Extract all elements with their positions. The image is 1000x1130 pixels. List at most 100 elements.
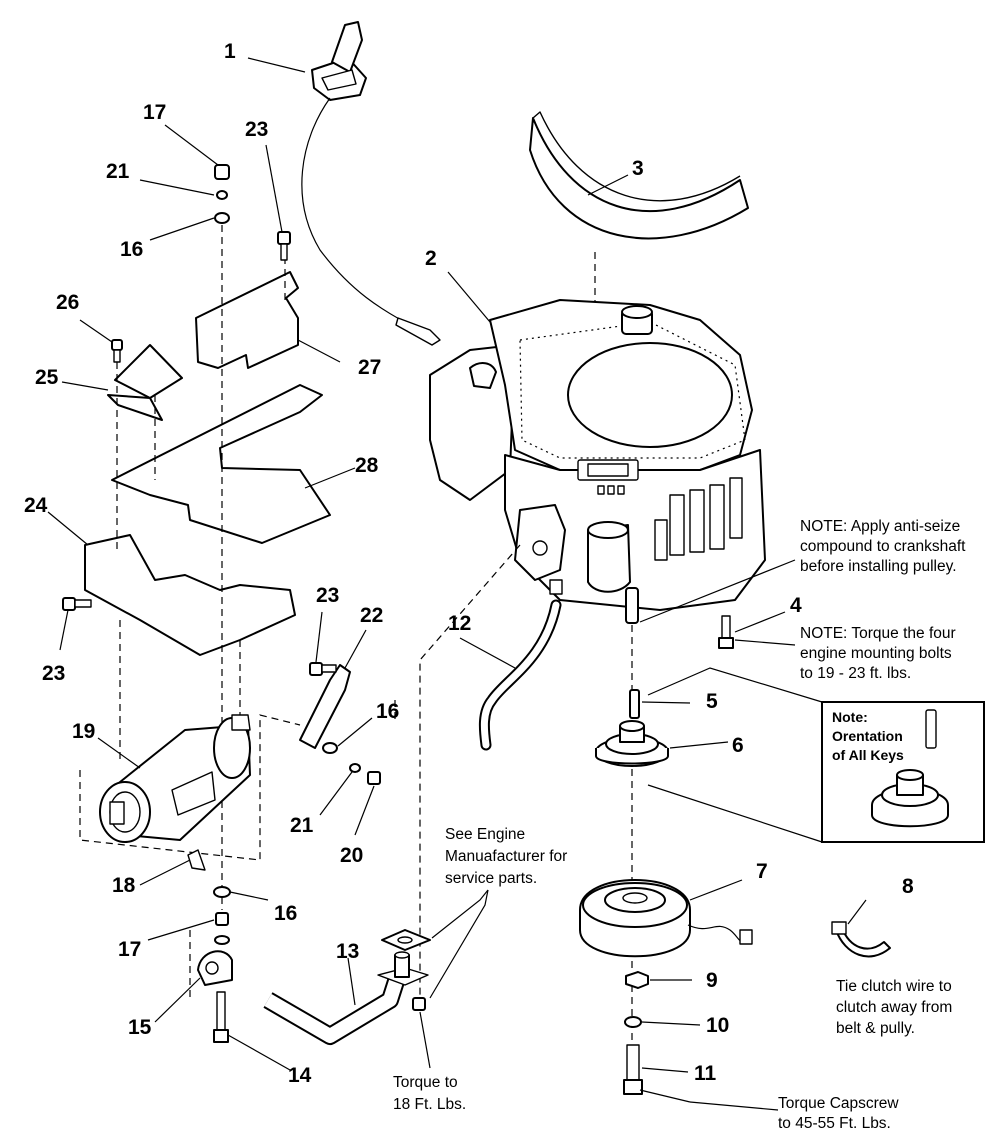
part-2-engine <box>429 299 766 624</box>
note-torque-bolts: NOTE: Torque the four engine mounting bo… <box>800 625 956 682</box>
label-16-bottom: 16 <box>274 902 297 925</box>
note-engine-mfr-line-1: See Engine <box>445 826 525 843</box>
label-3: 3 <box>632 157 644 180</box>
note-torque-bolts-line-2: engine mounting bolts <box>800 645 952 662</box>
note-keys-line-2: Orentation <box>832 728 903 744</box>
hardware-20 <box>367 771 381 785</box>
part-12-hose <box>480 601 560 749</box>
part-10-washer <box>624 1016 642 1028</box>
label-18: 18 <box>112 874 136 897</box>
label-17-bottom: 17 <box>118 938 141 961</box>
note-torque-bolts-line-3: to 19 - 23 ft. lbs. <box>800 665 911 682</box>
hardware-16-mid <box>322 742 338 754</box>
label-6: 6 <box>732 734 744 757</box>
note-engine-manufacturer: See Engine Manuafacturer for service par… <box>445 826 567 887</box>
part-7-clutch <box>579 879 753 958</box>
label-7: 7 <box>756 860 768 883</box>
label-23-left: 23 <box>42 662 65 685</box>
label-23-top: 23 <box>245 118 268 141</box>
part-27-shield <box>195 271 299 369</box>
note-torque-muffler: Torque to 18 Ft. Lbs. <box>393 1074 466 1113</box>
label-10: 10 <box>706 1014 729 1037</box>
note-torque-capscrew-line-2: to 45-55 Ft. Lbs. <box>778 1115 891 1130</box>
hardware-23-left <box>62 597 92 611</box>
part-5-key <box>629 689 640 719</box>
part-11-capscrew <box>623 1044 643 1095</box>
note-keys-box-text: Note: Orentation of All Keys <box>832 709 904 763</box>
label-5: 5 <box>706 690 718 713</box>
label-9: 9 <box>706 969 718 992</box>
part-9-spacer <box>625 971 649 989</box>
part-18-clip <box>187 849 206 871</box>
label-17-top: 17 <box>143 101 166 124</box>
label-28: 28 <box>355 454 379 477</box>
label-12: 12 <box>448 612 471 635</box>
keys-leader-bottom <box>647 784 823 843</box>
exhaust-nut <box>412 997 426 1011</box>
note-anti-seize-line-1: NOTE: Apply anti-seize <box>800 518 960 535</box>
label-24: 24 <box>24 494 48 517</box>
note-tie-clutch: Tie clutch wire to clutch away from belt… <box>836 978 952 1037</box>
label-25: 25 <box>35 366 59 389</box>
part-28-heat-shield <box>111 384 331 544</box>
part-25-bracket <box>107 344 183 421</box>
hardware-17-top <box>214 164 230 180</box>
part-6-pulley <box>595 720 669 767</box>
note-torque-bolts-line-1: NOTE: Torque the four <box>800 625 956 642</box>
note-keys-line-1: Note: <box>832 709 868 725</box>
label-26: 26 <box>56 291 79 314</box>
part-19-muffler <box>99 714 251 843</box>
note-tie-clutch-line-1: Tie clutch wire to <box>836 978 952 995</box>
hardware-21-mid <box>349 763 361 773</box>
note-tie-clutch-line-3: belt & pully. <box>836 1020 915 1037</box>
label-16-mid: 16 <box>376 700 399 723</box>
hardware-23-mid <box>309 662 337 676</box>
hardware-23-top <box>277 231 291 261</box>
note-anti-seize: NOTE: Apply anti-seize compound to crank… <box>800 518 966 575</box>
hardware-16-top <box>214 212 230 224</box>
hardware-16-bottom <box>213 886 231 898</box>
label-16-top: 16 <box>120 238 143 261</box>
guide-box-muffler <box>79 714 301 861</box>
keys-leader-top <box>647 667 823 703</box>
leader-lines <box>47 57 867 1111</box>
note-keys-line-3: of All Keys <box>832 747 904 763</box>
label-11: 11 <box>694 1062 717 1085</box>
hardware-26 <box>111 339 123 363</box>
note-engine-mfr-line-3: service parts. <box>445 870 537 887</box>
hardware-16-bottom2 <box>214 935 230 945</box>
label-22: 22 <box>360 604 383 627</box>
label-15: 15 <box>128 1016 152 1039</box>
label-2: 2 <box>425 247 437 270</box>
label-23-mid: 23 <box>316 584 339 607</box>
note-torque-muffler-line-2: 18 Ft. Lbs. <box>393 1096 466 1113</box>
hardware-21-top <box>216 190 228 200</box>
part-number-labels: 1 2 3 4 5 6 7 8 9 10 11 12 13 14 15 16 1… <box>24 40 914 1087</box>
label-13: 13 <box>336 940 359 963</box>
label-27: 27 <box>358 356 381 379</box>
part-3-belt-guard <box>529 111 749 240</box>
label-14: 14 <box>288 1064 312 1087</box>
part-24-muffler-guard <box>84 534 296 656</box>
note-torque-capscrew: Torque Capscrew to 45-55 Ft. Lbs. <box>778 1095 899 1130</box>
note-anti-seize-line-3: before installing pulley. <box>800 558 957 575</box>
label-1: 1 <box>224 40 236 63</box>
part-4-mounting-bolt <box>718 615 734 649</box>
part-13-exhaust-pipe <box>263 951 429 1045</box>
keys-orientation-box <box>821 701 985 843</box>
note-torque-muffler-line-1: Torque to <box>393 1074 458 1091</box>
exhaust-gasket <box>381 929 431 951</box>
label-21-top: 21 <box>106 160 130 183</box>
part-15-clamp <box>197 950 233 986</box>
label-4: 4 <box>790 594 802 617</box>
label-20: 20 <box>340 844 363 867</box>
note-anti-seize-line-2: compound to crankshaft <box>800 538 966 555</box>
note-torque-capscrew-line-1: Torque Capscrew <box>778 1095 899 1112</box>
part-22-bracket <box>299 664 351 749</box>
note-tie-clutch-line-2: clutch away from <box>836 999 952 1016</box>
guide-line-exhaust <box>419 544 521 1000</box>
part-1-throttle-control <box>301 21 441 346</box>
note-engine-mfr-line-2: Manuafacturer for <box>445 848 567 865</box>
label-21-mid: 21 <box>290 814 314 837</box>
